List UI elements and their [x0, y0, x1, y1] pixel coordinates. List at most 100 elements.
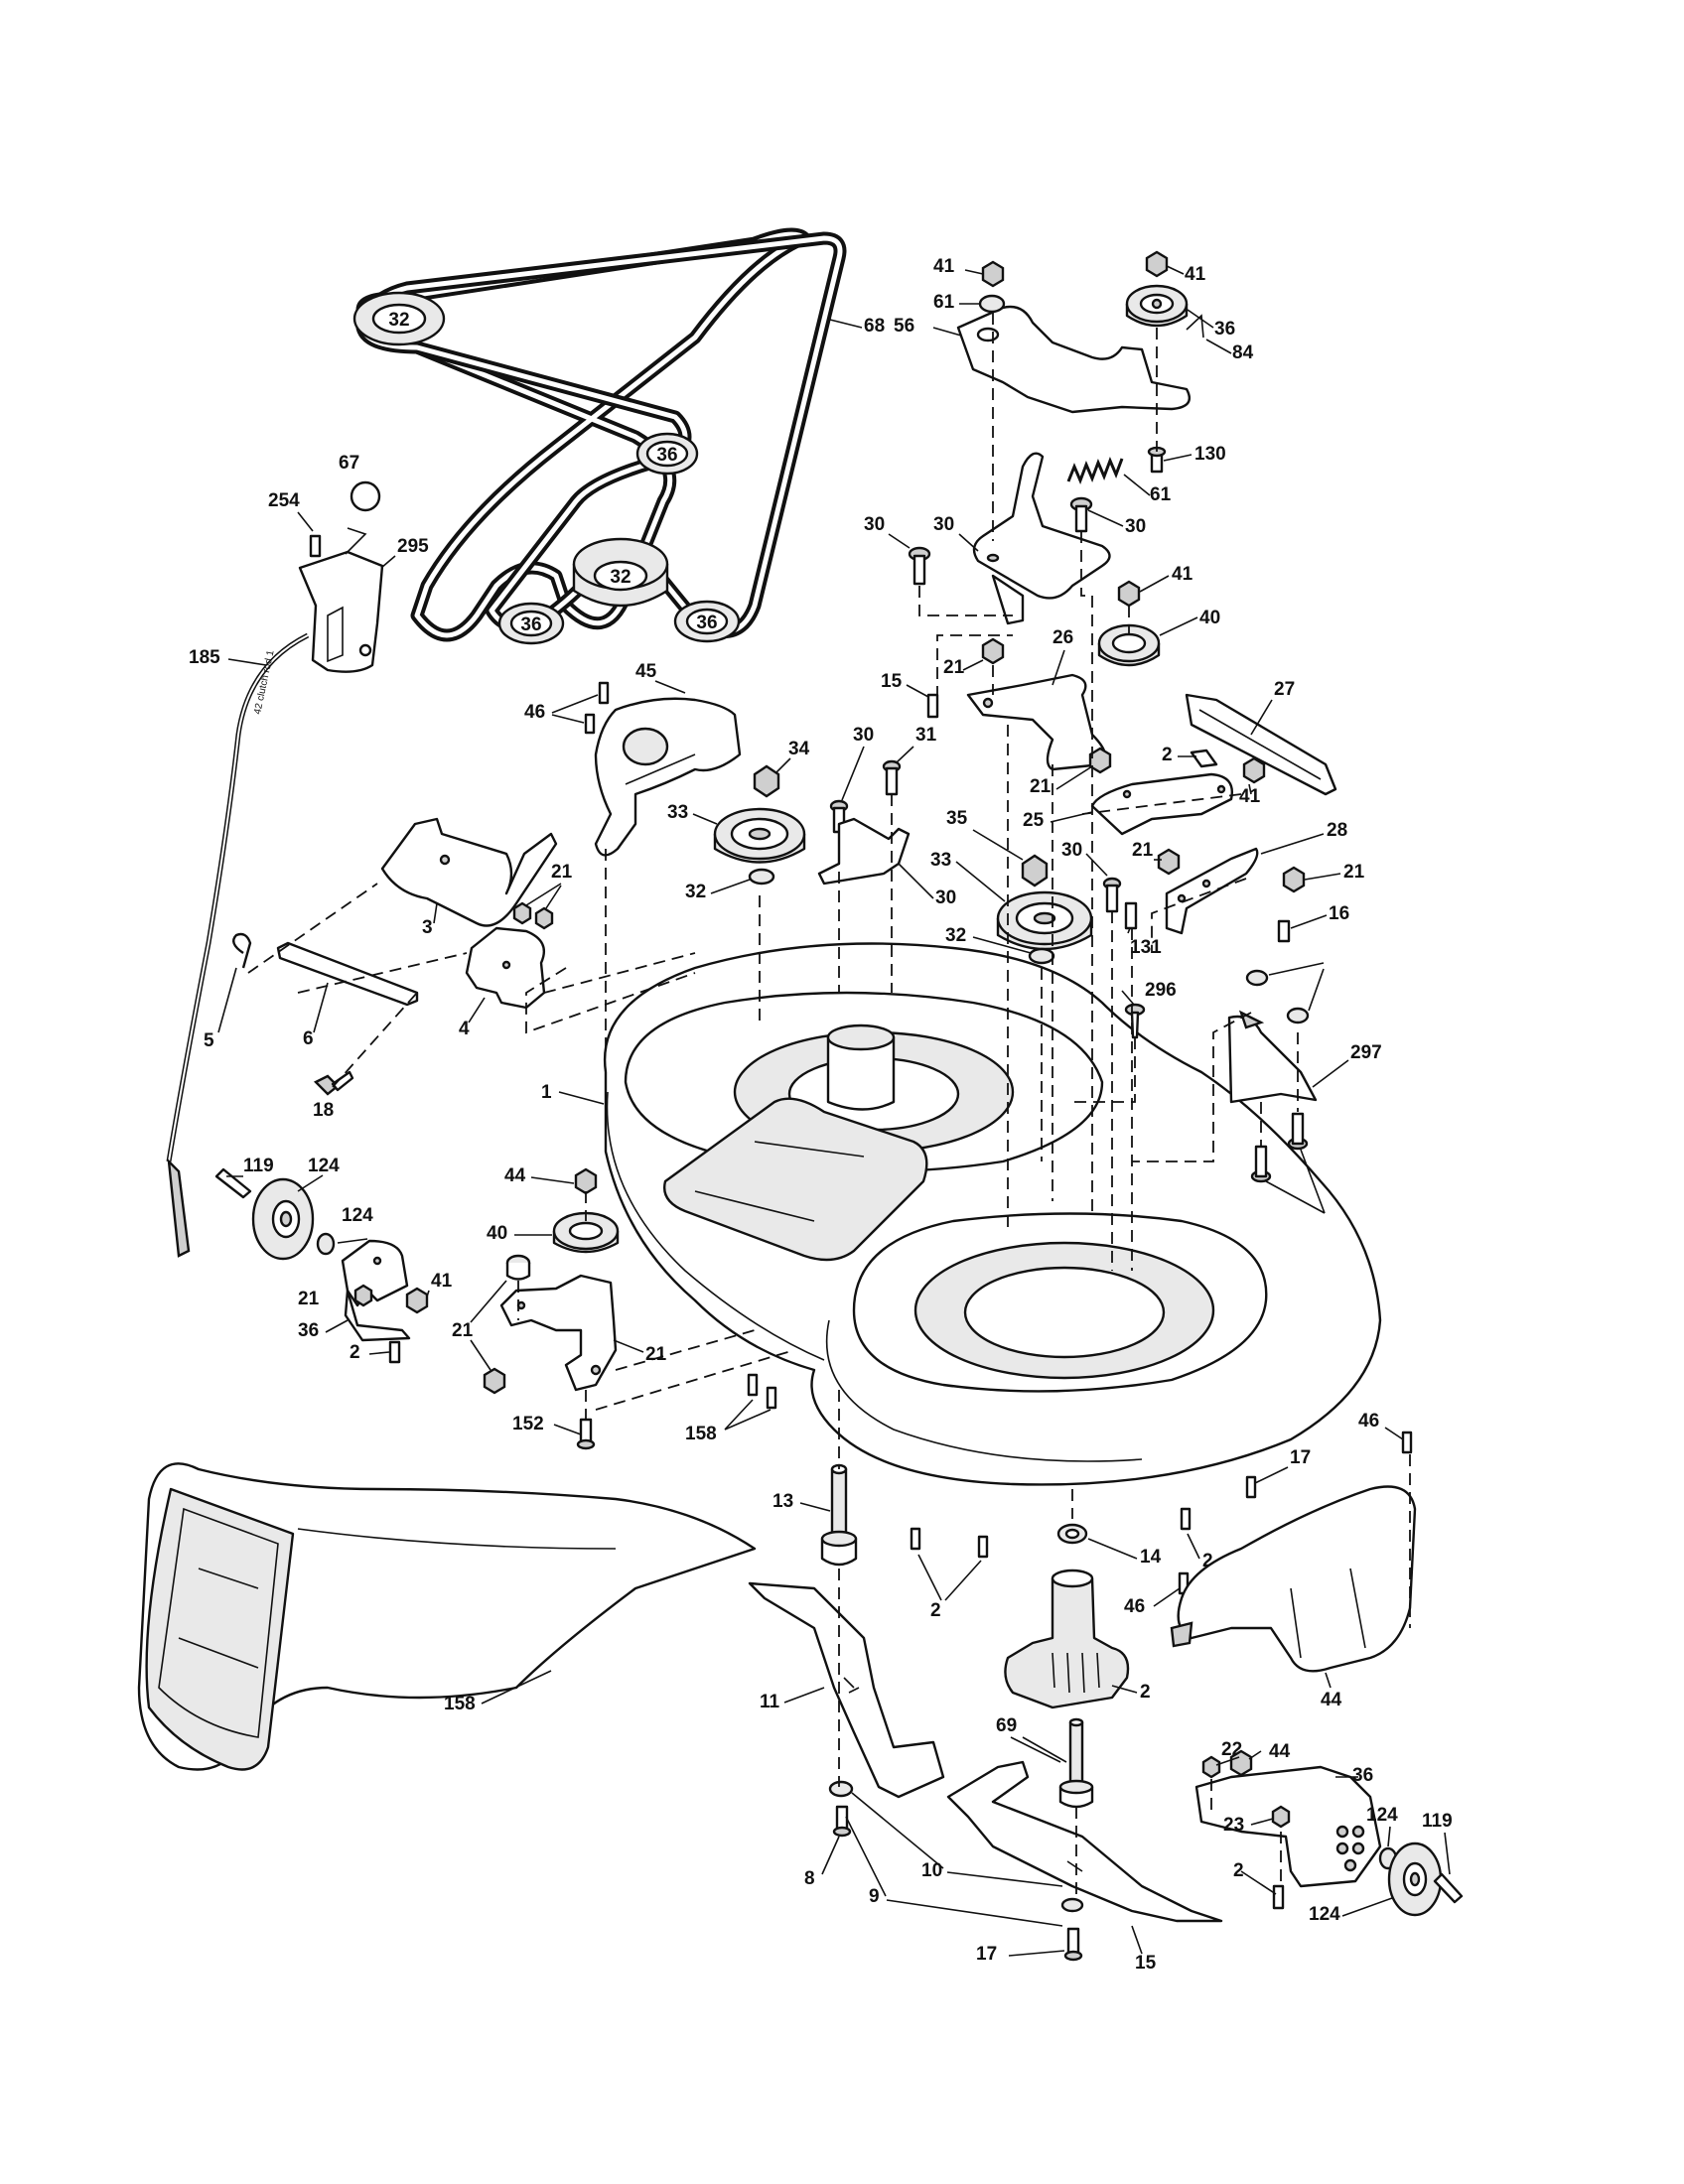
callout-2d: 2 [1202, 1551, 1213, 1571]
nut-21-35b [1271, 1805, 1291, 1829]
callout-30b: 30 [1125, 516, 1146, 537]
callout-1: 1 [541, 1082, 552, 1103]
screw-254 [1124, 1003, 1146, 1039]
callout-36c: 40 [487, 1223, 507, 1244]
callout-119b: 124 [1366, 1805, 1398, 1826]
washer-297a [1245, 969, 1269, 987]
callout-10: 10 [921, 1860, 942, 1881]
callout-40b: 41 [1239, 786, 1261, 807]
callout-31a: 32 [685, 882, 706, 902]
washer-297b [1286, 1007, 1310, 1024]
bracket-25 [1165, 847, 1259, 935]
bolt-30-right [1069, 496, 1093, 533]
idler-bracket-55 [956, 305, 1192, 414]
callout-30e: 31 [915, 725, 937, 746]
callout-2b: 2 [350, 1342, 360, 1363]
pulley-32-left [713, 807, 806, 864]
nut-41-top [1145, 250, 1169, 278]
nut-33-right [1021, 854, 1049, 887]
pulley-36-22 [552, 1211, 620, 1254]
bolt-124-22 [576, 1418, 596, 1450]
callout-45: 44 [1321, 1690, 1342, 1710]
callout-117b: 124 [1309, 1904, 1340, 1925]
callout-35: 36 [1352, 1765, 1373, 1786]
callout-3: 3 [422, 917, 433, 938]
callout-26: 27 [1274, 679, 1295, 700]
callout-41c: 41 [431, 1271, 453, 1292]
spindle-housing-14 [1004, 1569, 1130, 1709]
bolt-116-right [1433, 1872, 1464, 1904]
callout-119a: 124 [342, 1205, 373, 1226]
nut-21-25 [1282, 866, 1306, 893]
callout-56: 61 [933, 292, 955, 313]
callout-15: 14 [1140, 1547, 1162, 1568]
callout-67: 67 [339, 453, 359, 474]
bracket-34 [341, 1239, 411, 1342]
nut-41-35 [1229, 1749, 1253, 1777]
bolt-19 [313, 1070, 354, 1096]
nut-21-24 [981, 637, 1005, 665]
callout-68: 68 [864, 316, 885, 337]
nut-41-mid [1117, 580, 1141, 608]
callout-5: 5 [204, 1030, 214, 1051]
callout-40a: 41 [933, 256, 955, 277]
callout-22: 21 [645, 1344, 667, 1365]
callout-84: 84 [1232, 342, 1254, 363]
callout-33a: 34 [788, 739, 810, 759]
baffle-45 [1170, 1485, 1417, 1673]
hairpin-5 [232, 932, 252, 969]
svg-text:36: 36 [696, 613, 717, 633]
callout-30d: 30 [853, 725, 874, 746]
callout-4: 4 [459, 1019, 470, 1039]
callout-2a: 2 [1162, 745, 1173, 765]
svg-text:36: 36 [656, 445, 677, 466]
callout-21f: 21 [298, 1289, 320, 1309]
pulley-32-right [996, 890, 1093, 951]
callout-44: 45 [635, 661, 657, 682]
callout-21c: 21 [1343, 862, 1365, 883]
svg-text:32: 32 [610, 567, 631, 588]
callout-9: 9 [869, 1886, 880, 1907]
screw-2-35 [1272, 1884, 1285, 1910]
nut-41-22 [574, 1167, 598, 1195]
callout-254: 296 [1145, 980, 1177, 1001]
belt-pulley-36-bottom: 36 [673, 600, 741, 643]
callout-20: 17 [976, 1944, 997, 1965]
callout-116b: 119 [1422, 1811, 1453, 1832]
discharge-chute [137, 1462, 757, 1771]
callout-41d: 44 [504, 1165, 526, 1186]
screw-158 [309, 534, 322, 558]
screws-130 [747, 1373, 777, 1410]
bracket-24 [966, 673, 1107, 771]
bracket-26 [1185, 693, 1337, 796]
washer-119-left [316, 1232, 336, 1256]
callout-55: 56 [894, 316, 914, 337]
callout-21e: 21 [551, 862, 573, 883]
callout-21d: 21 [1132, 840, 1154, 861]
callout-11: 11 [760, 1692, 780, 1712]
bolt-296a [1250, 1145, 1272, 1183]
callout-158: 254 [268, 490, 300, 511]
callout-21g: 21 [452, 1320, 474, 1341]
bolt-17 [926, 693, 939, 719]
bolt-18-top [1277, 919, 1291, 943]
callout-30c: 30 [1061, 840, 1082, 861]
nut-41-bracket34 [405, 1287, 429, 1314]
callout-28: 30 [935, 887, 956, 908]
bracket-28 [817, 817, 911, 886]
callout-116a: 119 [243, 1156, 274, 1176]
bracket-4 [465, 926, 546, 1010]
belt-pulley-36-left: 36 [497, 602, 565, 645]
nuts-21-bracket3 [512, 901, 554, 930]
nut-21-22 [483, 1367, 506, 1395]
washer-31-left [748, 868, 775, 886]
callout-30a: 30 [864, 514, 885, 535]
callout-124c: 152 [512, 1414, 544, 1434]
gauge-wheel-117-right [1387, 1842, 1443, 1917]
callout-46c: 46 [1358, 1411, 1379, 1432]
belt-pulley-32-center: 32 [572, 537, 669, 608]
gauge-wheel-117-left [251, 1177, 315, 1261]
callout-6: 6 [303, 1028, 314, 1049]
callout-25: 28 [1327, 820, 1347, 841]
spring-61 [1066, 456, 1124, 485]
